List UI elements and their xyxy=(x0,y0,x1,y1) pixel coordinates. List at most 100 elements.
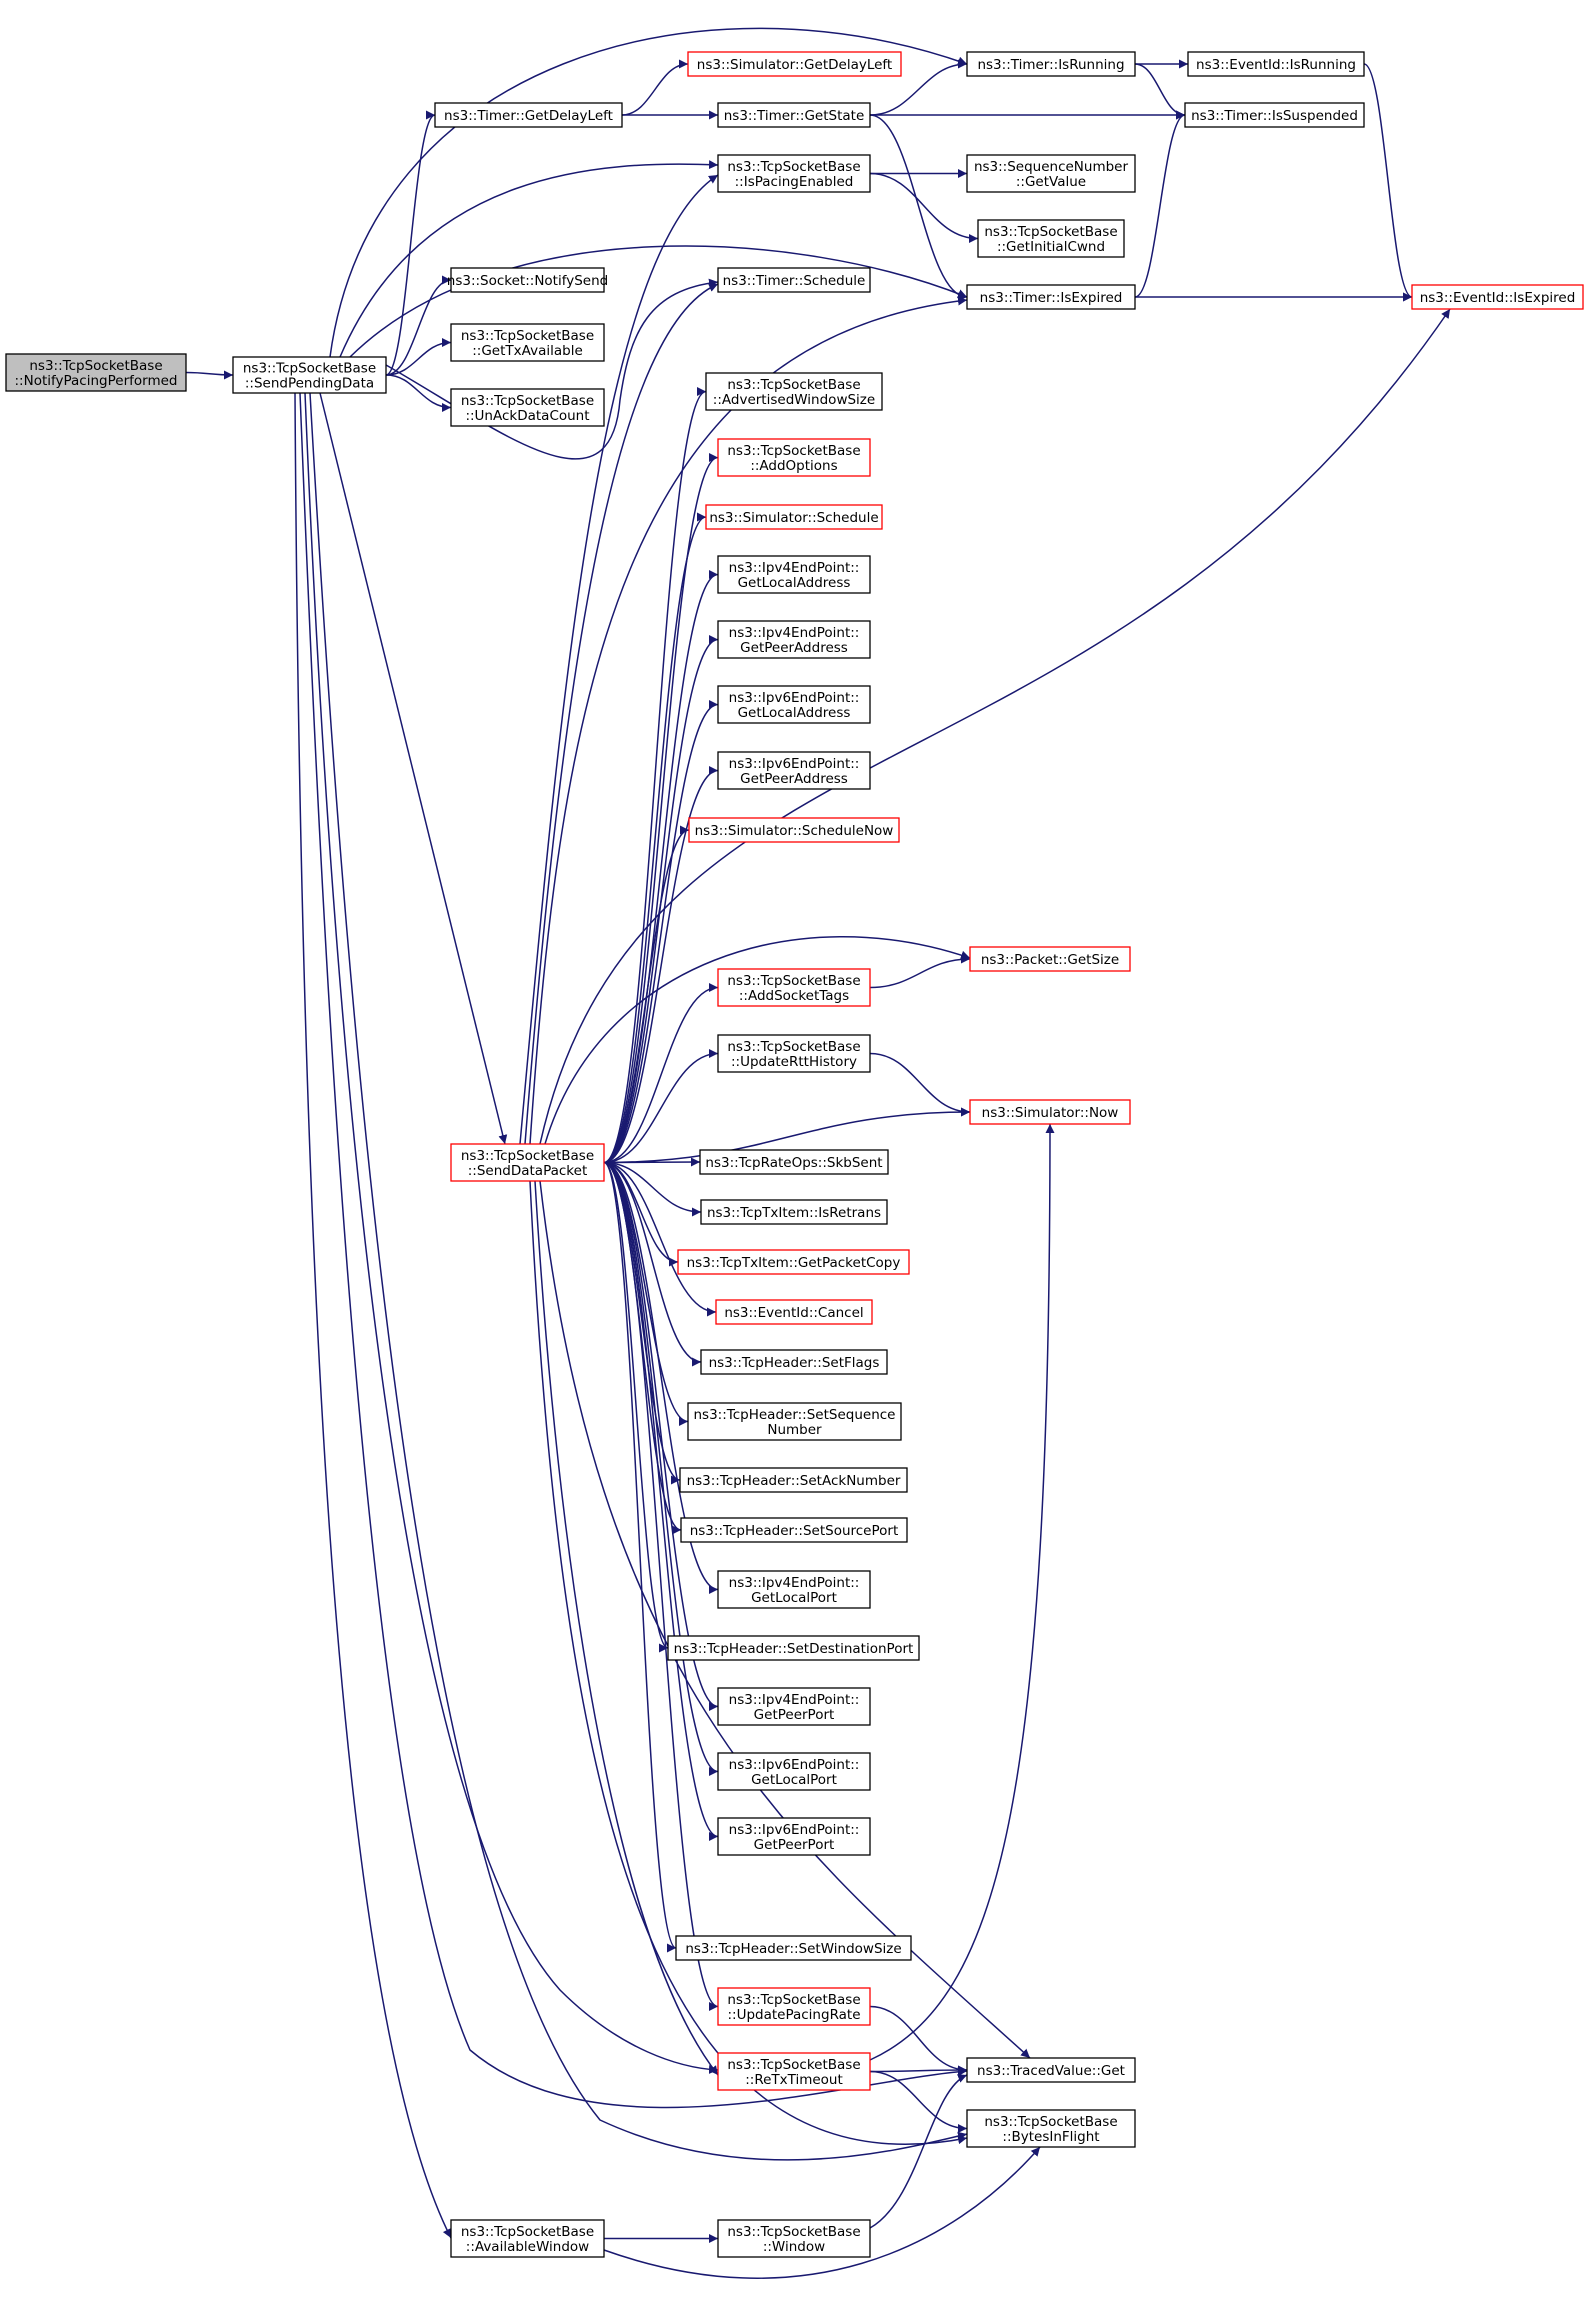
function-node-bytesInFlight[interactable]: ns3::TcpSocketBase::BytesInFlight xyxy=(966,2109,1136,2148)
call-edge-sendDataPacket-to-addSocketTags xyxy=(603,983,719,1164)
function-node-availableWindow[interactable]: ns3::TcpSocketBase::AvailableWindow xyxy=(450,2219,605,2258)
function-node-getInitialCwnd[interactable]: ns3::TcpSocketBase::GetInitialCwnd xyxy=(977,219,1125,258)
node-label: GetLocalAddress xyxy=(738,575,851,591)
node-label: ns3::Simulator::Now xyxy=(982,1105,1119,1121)
call-edge-notifyPacing-to-sendPending xyxy=(185,370,234,380)
node-label: ns3::Timer::IsRunning xyxy=(977,57,1124,73)
function-node-simSchedule[interactable]: ns3::Simulator::Schedule xyxy=(705,504,883,530)
node-box xyxy=(717,1687,871,1726)
node-box xyxy=(450,323,605,362)
function-node-packetGetSize[interactable]: ns3::Packet::GetSize xyxy=(969,946,1131,972)
node-label: ::AddSocketTags xyxy=(739,988,849,1004)
function-node-addSocketTags[interactable]: ns3::TcpSocketBase::AddSocketTags xyxy=(717,968,871,1007)
node-label: ns3::TcpSocketBase xyxy=(727,159,860,175)
function-node-ipv6LocalAddr[interactable]: ns3::Ipv6EndPoint::GetLocalAddress xyxy=(717,685,871,724)
node-label: GetPeerAddress xyxy=(740,771,848,787)
function-node-timerIsSuspended[interactable]: ns3::Timer::IsSuspended xyxy=(1184,102,1365,128)
node-box xyxy=(434,102,623,128)
node-box xyxy=(717,1987,871,2026)
node-box xyxy=(1187,51,1365,77)
function-node-skbSent[interactable]: ns3::TcpRateOps::SkbSent xyxy=(699,1149,889,1175)
call-edge-sendDataPacket-to-setDestPort xyxy=(603,1161,669,1653)
function-node-sendPending[interactable]: ns3::TcpSocketBase::SendPendingData xyxy=(232,356,387,394)
function-node-ipv6LocalPort[interactable]: ns3::Ipv6EndPoint::GetLocalPort xyxy=(717,1752,871,1791)
function-node-timerIsRunning[interactable]: ns3::Timer::IsRunning xyxy=(966,51,1136,77)
call-edge-reTxTimeout-to-simNow xyxy=(869,1123,1055,2061)
function-node-notifySend[interactable]: ns3::Socket::NotifySend xyxy=(447,267,608,293)
function-node-tracedGet[interactable]: ns3::TracedValue::Get xyxy=(966,2057,1136,2083)
node-label: ::GetInitialCwnd xyxy=(997,239,1105,255)
call-edge-sendDataPacket-to-eventIsExpired xyxy=(539,308,1451,1145)
function-node-seqGetValue[interactable]: ns3::SequenceNumber::GetValue xyxy=(966,154,1136,193)
node-label: ns3::Simulator::Schedule xyxy=(709,510,878,526)
node-label: ::NotifyPacingPerformed xyxy=(15,373,178,389)
function-node-ipv4PeerAddr[interactable]: ns3::Ipv4EndPoint::GetPeerAddress xyxy=(717,620,871,659)
node-label: ::SendPendingData xyxy=(245,376,374,392)
function-node-simGetDelayLeft[interactable]: ns3::Simulator::GetDelayLeft xyxy=(687,51,902,77)
call-edge-sendDataPacket-to-ipv6LocalPort xyxy=(603,1161,719,1776)
function-node-getTxAvailable[interactable]: ns3::TcpSocketBase::GetTxAvailable xyxy=(450,323,605,362)
function-node-timerIsExpired[interactable]: ns3::Timer::IsExpired xyxy=(966,284,1136,310)
node-box xyxy=(450,267,605,293)
function-node-timerGetState[interactable]: ns3::Timer::GetState xyxy=(717,102,871,128)
function-node-ipv6PeerAddr[interactable]: ns3::Ipv6EndPoint::GetPeerAddress xyxy=(717,751,871,790)
call-edge-addSocketTags-to-packetGetSize xyxy=(869,954,971,989)
function-node-getDelayLeft[interactable]: ns3::Timer::GetDelayLeft xyxy=(434,102,623,128)
node-box xyxy=(717,968,871,1007)
function-node-eventIsExpired[interactable]: ns3::EventId::IsExpired xyxy=(1411,284,1584,310)
function-node-ipv4PeerPort[interactable]: ns3::Ipv4EndPoint::GetPeerPort xyxy=(717,1687,871,1726)
node-label: ::UpdatePacingRate xyxy=(727,2007,860,2023)
function-node-notifyPacing: ns3::TcpSocketBase::NotifyPacingPerforme… xyxy=(5,353,187,392)
function-node-reTxTimeout[interactable]: ns3::TcpSocketBase::ReTxTimeout xyxy=(717,2052,871,2091)
node-label: ns3::Ipv6EndPoint:: xyxy=(729,1757,860,1773)
function-node-setWindowSize[interactable]: ns3::TcpHeader::SetWindowSize xyxy=(675,1935,912,1961)
node-label: ::AvailableWindow xyxy=(466,2239,589,2255)
node-label: ns3::TcpSocketBase xyxy=(727,973,860,989)
node-box xyxy=(717,1752,871,1791)
function-node-eventCancel[interactable]: ns3::EventId::Cancel xyxy=(715,1299,873,1325)
function-node-ipv4LocalPort[interactable]: ns3::Ipv4EndPoint::GetLocalPort xyxy=(717,1570,871,1609)
function-node-unAckDataCount[interactable]: ns3::TcpSocketBase::UnAckDataCount xyxy=(450,388,605,427)
function-node-advWindowSize[interactable]: ns3::TcpSocketBase::AdvertisedWindowSize xyxy=(705,372,883,411)
node-label: ns3::Simulator::ScheduleNow xyxy=(695,823,894,839)
node-label: GetLocalPort xyxy=(751,1590,837,1606)
node-box xyxy=(717,1034,871,1073)
function-node-isPacingEnabled[interactable]: ns3::TcpSocketBase::IsPacingEnabled xyxy=(717,154,871,193)
function-node-ipv4LocalAddr[interactable]: ns3::Ipv4EndPoint::GetLocalAddress xyxy=(717,555,871,594)
function-node-setSourcePort[interactable]: ns3::TcpHeader::SetSourcePort xyxy=(680,1517,908,1543)
node-label: ns3::Ipv4EndPoint:: xyxy=(729,625,860,641)
node-label: ns3::TcpSocketBase xyxy=(984,224,1117,240)
call-edge-window-to-tracedGet xyxy=(869,2074,968,2229)
node-box xyxy=(680,1517,908,1543)
function-node-setDestPort[interactable]: ns3::TcpHeader::SetDestinationPort xyxy=(667,1635,920,1661)
call-edge-updatePacingRate-to-tracedGet xyxy=(869,2005,968,2075)
call-edge-sendPending-to-timerIsExpired xyxy=(349,245,968,358)
node-label: ns3::TcpTxItem::IsRetrans xyxy=(707,1205,881,1221)
node-label: ns3::Simulator::GetDelayLeft xyxy=(697,57,892,73)
function-node-addOptions[interactable]: ns3::TcpSocketBase::AddOptions xyxy=(717,438,871,477)
call-edge-sendDataPacket-to-advWindowSize xyxy=(603,387,707,1164)
function-node-eventIsRunning[interactable]: ns3::EventId::IsRunning xyxy=(1187,51,1365,77)
function-node-simScheduleNow[interactable]: ns3::Simulator::ScheduleNow xyxy=(688,817,900,843)
function-node-isRetrans[interactable]: ns3::TcpTxItem::IsRetrans xyxy=(700,1199,888,1225)
node-box xyxy=(675,1935,912,1961)
function-node-timerSchedule[interactable]: ns3::Timer::Schedule xyxy=(717,267,871,293)
node-label: GetPeerPort xyxy=(754,1707,835,1723)
function-node-sendDataPacket[interactable]: ns3::TcpSocketBase::SendDataPacket xyxy=(450,1143,605,1182)
function-node-setAckNumber[interactable]: ns3::TcpHeader::SetAckNumber xyxy=(679,1467,908,1493)
node-label: ns3::TcpSocketBase xyxy=(727,2224,860,2240)
node-label: ns3::TcpHeader::SetFlags xyxy=(709,1355,880,1371)
function-node-simNow[interactable]: ns3::Simulator::Now xyxy=(969,1099,1131,1125)
function-node-ipv6PeerPort[interactable]: ns3::Ipv6EndPoint::GetPeerPort xyxy=(717,1817,871,1856)
node-box xyxy=(717,1570,871,1609)
call-edge-sendDataPacket-to-tracedGet xyxy=(539,1180,1031,2059)
node-box xyxy=(717,2219,871,2258)
function-node-updateRttHistory[interactable]: ns3::TcpSocketBase::UpdateRttHistory xyxy=(717,1034,871,1073)
function-node-getPacketCopy[interactable]: ns3::TcpTxItem::GetPacketCopy xyxy=(677,1249,910,1275)
node-box xyxy=(717,1817,871,1856)
function-node-setFlags[interactable]: ns3::TcpHeader::SetFlags xyxy=(700,1349,888,1375)
node-label: ns3::Ipv6EndPoint:: xyxy=(729,690,860,706)
function-node-window[interactable]: ns3::TcpSocketBase::Window xyxy=(717,2219,871,2258)
function-node-updatePacingRate[interactable]: ns3::TcpSocketBase::UpdatePacingRate xyxy=(717,1987,871,2026)
